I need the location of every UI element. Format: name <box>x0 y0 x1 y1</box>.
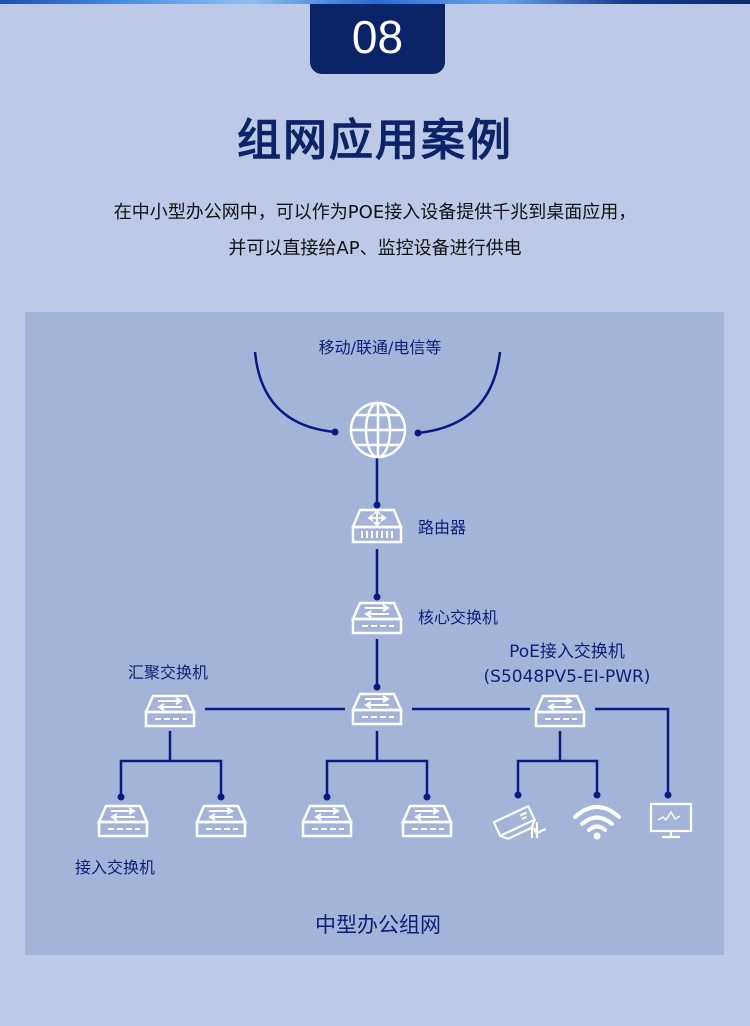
aggregation-switch-label: 汇聚交换机 <box>128 663 208 682</box>
top-banner-strip <box>0 0 750 4</box>
router-label: 路由器 <box>418 518 466 537</box>
isp-label: 移动/联通/电信等 <box>319 338 442 357</box>
access-switch-icon <box>401 804 453 838</box>
page-title: 组网应用案例 <box>237 115 513 166</box>
access-switch-icon <box>97 804 149 838</box>
access-switch-icon <box>195 804 247 838</box>
description-line-1: 在中小型办公网中，可以作为POE接入设备提供千兆到桌面应用， <box>113 202 637 223</box>
core-switch-label: 核心交换机 <box>418 608 498 627</box>
router-icon <box>351 508 403 544</box>
diagram-caption: 中型办公组网 <box>315 913 441 937</box>
poe-switch-icon <box>534 694 586 728</box>
description-line-2: 并可以直接给AP、监控设备进行供电 <box>228 238 522 259</box>
poe-switch-label: PoE接入交换机 <box>509 642 625 662</box>
wifi-icon <box>573 805 621 840</box>
camera-mount-icon <box>530 822 539 838</box>
access-switch-icon <box>301 804 353 838</box>
aggregation-switch-icon <box>144 694 196 728</box>
section-number-badge: 08 <box>310 4 445 74</box>
aggregation-center-switch-icon <box>351 692 403 726</box>
monitor-icon <box>649 802 693 839</box>
poe-switch-model: (S5048PV5-EI-PWR) <box>484 667 651 687</box>
access-switch-label: 接入交换机 <box>75 858 155 877</box>
globe-icon <box>349 401 407 459</box>
core-switch-icon <box>351 601 403 635</box>
connection-lines <box>119 351 670 797</box>
connection-dots <box>117 428 672 801</box>
